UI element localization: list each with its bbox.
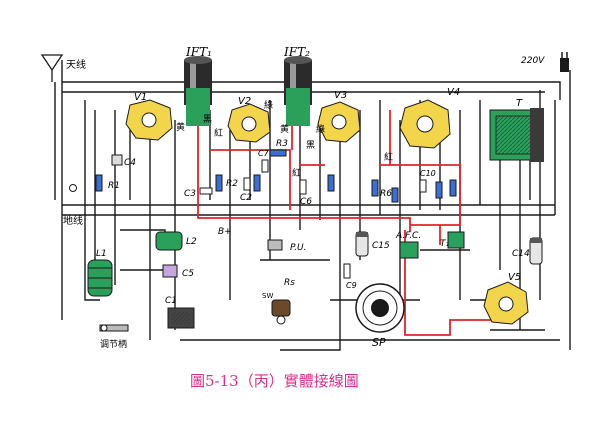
capacitor-c3 <box>199 187 213 195</box>
wire-label-green-1: 綠 <box>264 99 273 111</box>
wire-label-red-3: 紅 <box>384 152 393 163</box>
capacitor-c15 <box>355 231 369 257</box>
l2-label: L2 <box>186 237 197 247</box>
tuning-capacitor <box>167 307 195 329</box>
resistor-r2 <box>215 174 223 192</box>
transformer-label: T <box>516 98 523 109</box>
if-transformer-2 <box>284 56 312 126</box>
power-plug-icon <box>560 52 569 72</box>
ground-terminal <box>69 184 77 192</box>
c5-trimmer <box>162 264 178 278</box>
c10-label: C10 <box>420 169 436 178</box>
wire-label-black-1: 黑 <box>203 114 212 125</box>
capacitor-c10 <box>419 179 427 193</box>
wire-label-yellow-1: 黄 <box>176 121 185 133</box>
if2-label: IFT₂ <box>283 45 310 59</box>
l1-label: L1 <box>96 249 107 259</box>
v5-label: V5 <box>508 272 521 283</box>
sw-label: SW <box>262 292 273 300</box>
figure-caption: 圖5-13（丙）實體接線圖 <box>190 372 359 390</box>
r6-label: R6 <box>380 189 392 199</box>
tuner-label: 调节柄 <box>100 338 127 350</box>
afc-module <box>399 241 419 259</box>
antenna-symbol <box>40 54 64 82</box>
c2-label: C2 <box>240 193 252 203</box>
r1-label: R1 <box>108 181 120 191</box>
capacitor-c2 <box>243 177 251 191</box>
c7-label: C7 <box>258 149 270 158</box>
tube-v4 <box>399 99 451 149</box>
tube-v1 <box>125 99 173 141</box>
pu-label: P.U. <box>290 243 307 253</box>
sp-label: SP <box>372 336 386 349</box>
speaker-icon <box>355 283 405 333</box>
power-transformer <box>489 108 544 162</box>
c3-label: C3 <box>184 189 196 199</box>
coil-l2 <box>155 231 183 251</box>
rs-label: Rs <box>284 278 295 288</box>
if-transformer-1 <box>184 56 212 126</box>
resistor-r6 <box>391 187 399 203</box>
resistor-blue-c <box>371 179 379 197</box>
transformer-t1 <box>447 231 465 249</box>
c6-label: C6 <box>300 197 312 207</box>
resistor-blue-e <box>449 179 457 197</box>
resistor-blue-a <box>253 174 261 192</box>
capacitor-c14 <box>529 237 543 265</box>
c5-label: C5 <box>182 269 194 279</box>
coil-l1 <box>87 259 113 297</box>
capacitor-c6 <box>299 179 307 195</box>
r3-label: R3 <box>276 139 288 149</box>
antenna-label: 天线 <box>66 58 86 71</box>
v3-label: V3 <box>334 90 347 101</box>
resistor-blue-d <box>435 181 443 199</box>
tuner-knob-icon <box>99 324 129 332</box>
c1-label: C1 <box>165 296 177 306</box>
afc-label: A.F.C. <box>395 231 421 241</box>
c15-label: C15 <box>372 241 390 251</box>
tube-v2 <box>227 103 271 143</box>
capacitor-c9 <box>343 263 351 279</box>
v1-label: V1 <box>134 92 147 103</box>
wire-label-green-2: 綠 <box>316 123 325 135</box>
v4-label: V4 <box>447 87 460 98</box>
c4-trimmer <box>111 154 123 166</box>
r2-label: R2 <box>226 179 238 189</box>
c14-label: C14 <box>512 249 530 259</box>
ground-label: 地线 <box>63 214 83 227</box>
v2-label: V2 <box>238 96 251 107</box>
if1-label: IFT₁ <box>185 45 212 59</box>
bplus-label: B+ <box>218 227 232 237</box>
tube-v5 <box>483 281 529 325</box>
wire-label-red-2: 紅 <box>292 168 301 179</box>
c9-label: C9 <box>346 281 357 290</box>
resistor-r3 <box>269 149 287 157</box>
resistor-blue-b <box>327 174 335 192</box>
resistor-r1 <box>95 174 103 192</box>
t1-label: T₁ <box>440 239 449 249</box>
wire-label-black-2: 黑 <box>306 140 315 151</box>
wire-label-yellow-2: 黄 <box>280 123 289 135</box>
wiring-red <box>197 95 495 336</box>
wire-label-red-1: 紅 <box>214 128 223 139</box>
pu-socket <box>267 239 283 251</box>
c4-label: C4 <box>124 158 136 168</box>
power-label: 220V <box>521 56 545 66</box>
volume-pot-rs <box>271 299 291 325</box>
tube-v3 <box>317 101 361 143</box>
capacitor-c7 <box>261 159 269 173</box>
